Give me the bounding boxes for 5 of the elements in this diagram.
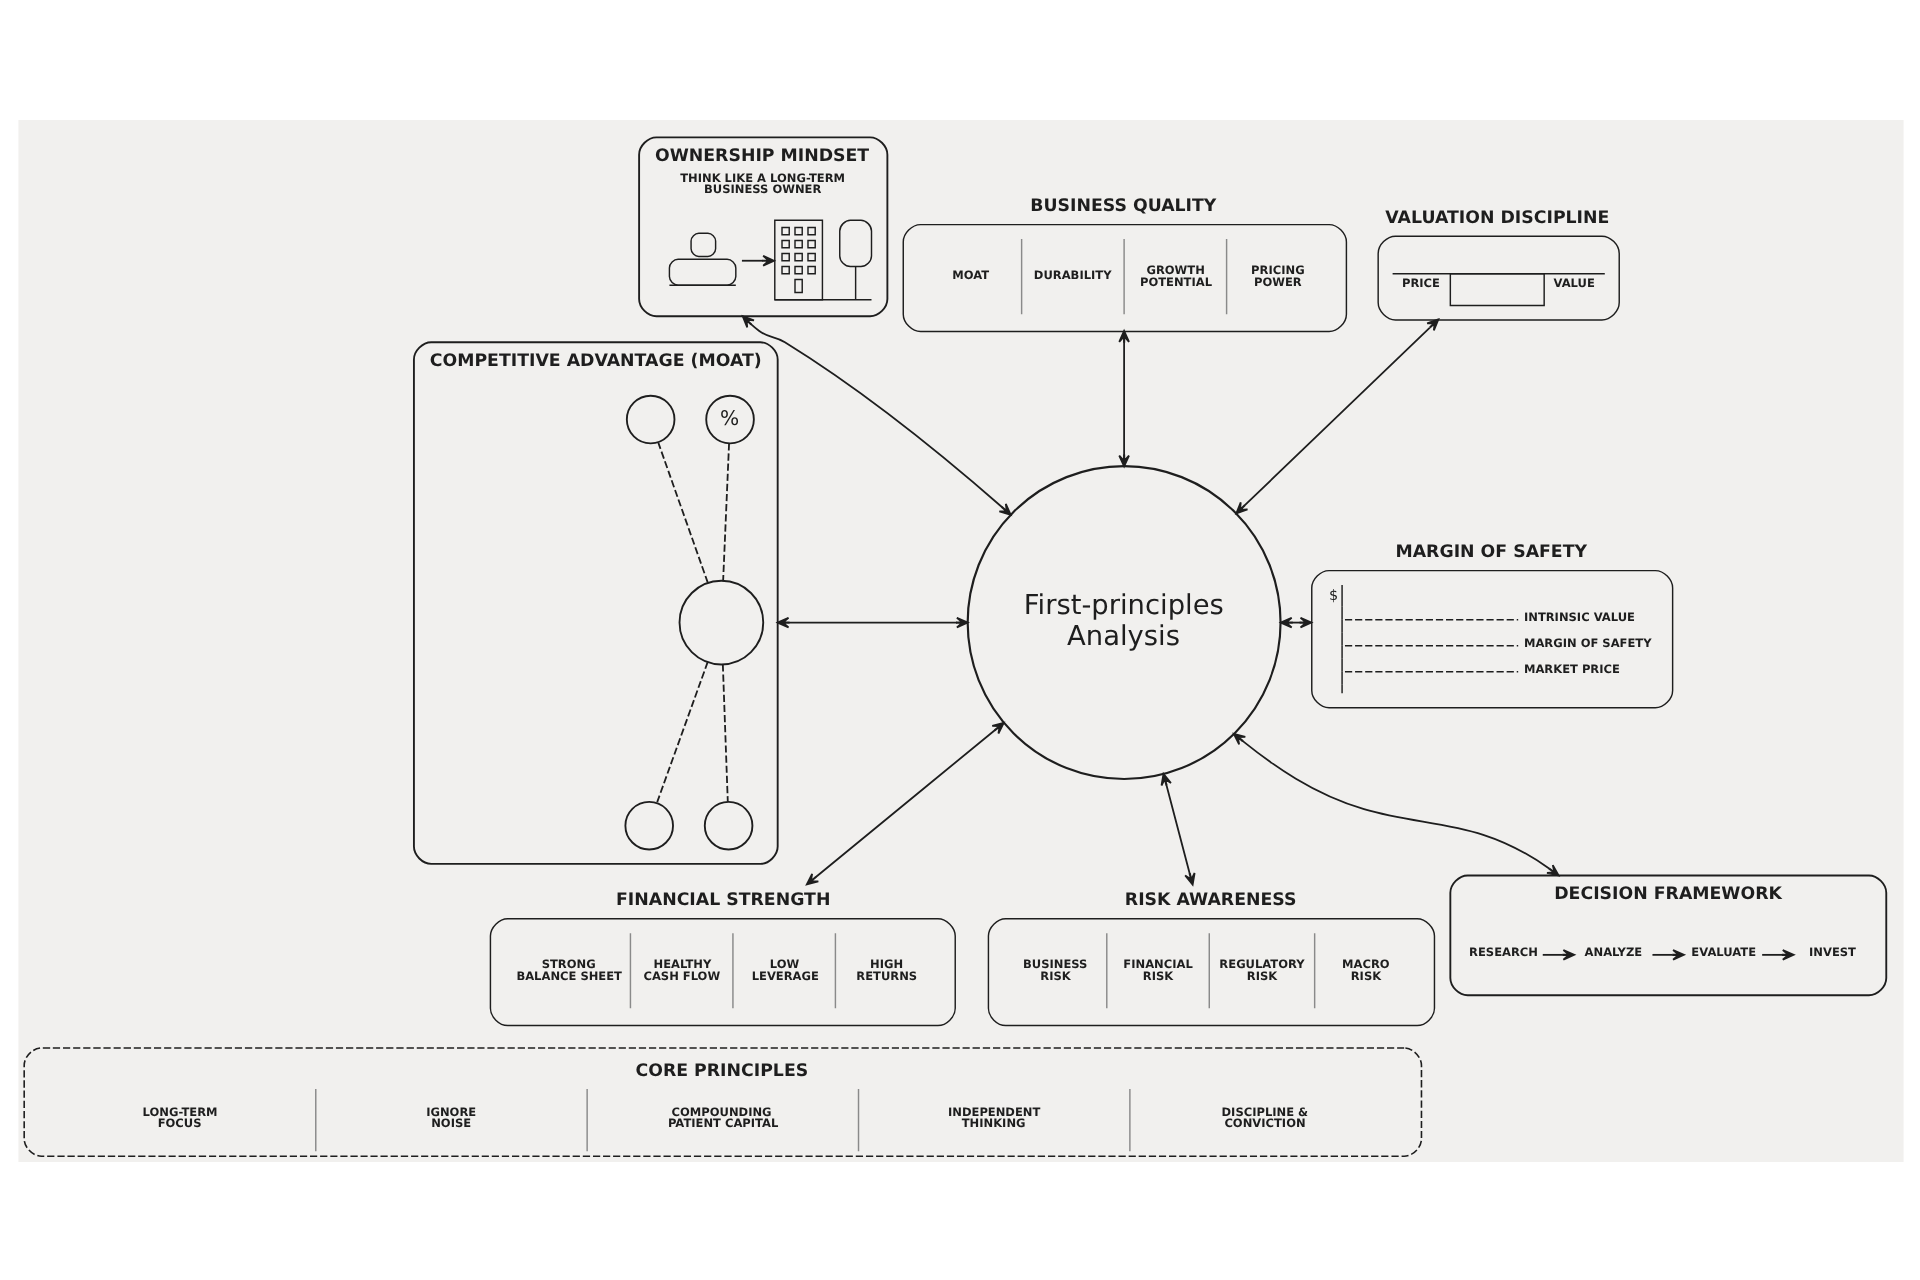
- node-label: RISK AWARENESS: [1123, 890, 1296, 911]
- node-label: BUSINESS QUALITY: [1029, 196, 1216, 217]
- node-label: FINANCIAL STRENGTH: [615, 890, 830, 911]
- node-label: MARGIN OF SAFETY: [1394, 542, 1587, 563]
- node-label: VALUATION DISCIPLINE: [1384, 207, 1609, 228]
